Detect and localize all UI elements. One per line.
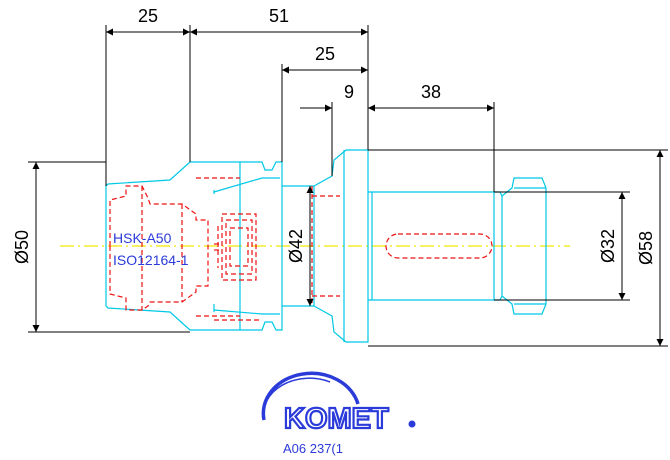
dim-25-mid: 25 xyxy=(315,44,335,64)
dim-25-top: 25 xyxy=(138,6,158,26)
body-outline xyxy=(368,191,495,301)
standard-label-iso: ISO12164-1 xyxy=(113,252,189,268)
dim-dia42: Ø42 xyxy=(286,229,306,263)
logo-dot xyxy=(408,420,416,428)
collar-outline xyxy=(240,161,283,331)
hidden-lines xyxy=(109,177,493,321)
dimension-labels: 25 51 25 9 38 Ø50 Ø42 Ø32 Ø58 xyxy=(12,6,656,265)
dim-dia58: Ø58 xyxy=(636,231,656,265)
keyway-slot-hidden xyxy=(385,233,493,259)
flange-outline xyxy=(313,149,369,343)
logo-wordmark: KOMET xyxy=(284,403,389,435)
komet-logo: KOMET xyxy=(261,371,416,436)
dim-dia32: Ø32 xyxy=(598,229,618,263)
dim-dia50: Ø50 xyxy=(12,230,32,264)
inner-bore-hidden xyxy=(109,185,209,311)
clamp-slot-hidden xyxy=(221,213,257,281)
dim-9: 9 xyxy=(344,82,354,102)
dim-38: 38 xyxy=(421,82,441,102)
tool-outline xyxy=(105,149,547,343)
dim-51: 51 xyxy=(269,6,289,26)
dimension-lines xyxy=(28,25,668,347)
standard-label-hsk: HSK-A50 xyxy=(113,230,172,246)
drawing-code: A06 237(1 xyxy=(283,441,343,456)
